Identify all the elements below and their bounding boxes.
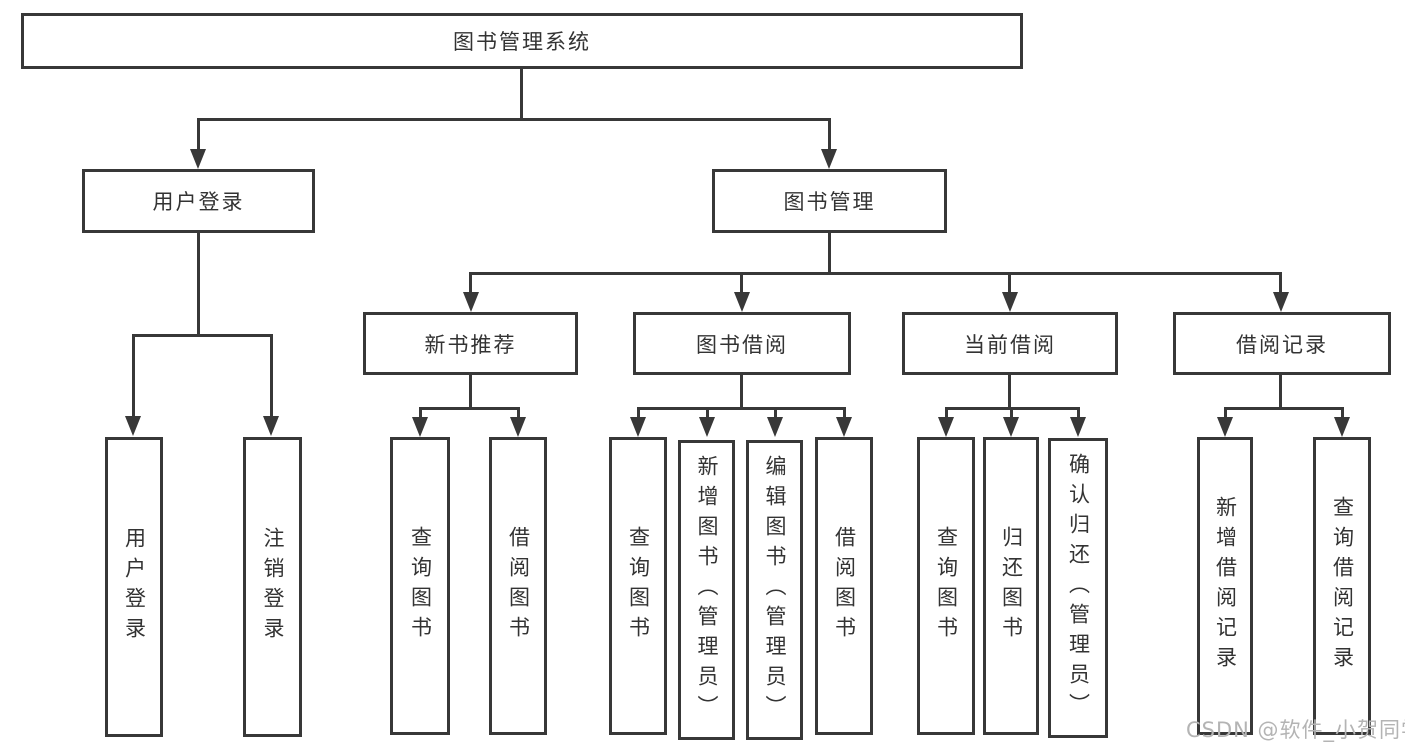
node-current-borrow: 当前借阅	[902, 312, 1118, 375]
leaf-confirm-return-admin-label: 确认归还（管理员）	[1066, 453, 1091, 723]
leaf-query-books-1: 查询图书	[390, 437, 450, 735]
connector-drop-leaf	[1077, 407, 1080, 419]
arrowhead-leaf-icon	[699, 417, 715, 437]
arrowhead-leaf-icon	[630, 417, 646, 437]
connector-drop-current-borrow	[1008, 272, 1011, 294]
arrowhead-leaf-icon	[510, 417, 526, 437]
connector-drop-leaf	[637, 407, 640, 419]
arrowhead-borrow-records-icon	[1273, 292, 1289, 312]
arrowhead-leaf-login-icon	[125, 416, 141, 436]
leaf-return-books: 归还图书	[983, 437, 1039, 735]
leaf-add-book-admin-label: 新增图书（管理员）	[695, 455, 719, 725]
arrowhead-current-borrow-icon	[1002, 292, 1018, 312]
connector-drop-user-login	[197, 118, 200, 151]
leaf-user-login-label: 用户登录	[122, 527, 147, 647]
leaf-borrow-books-1: 借阅图书	[489, 437, 547, 735]
connector-drop-leaf	[517, 407, 520, 419]
leaf-query-borrow-record-label: 查询借阅记录	[1330, 496, 1355, 676]
arrowhead-new-book-icon	[463, 292, 479, 312]
arrowhead-leaf-icon	[1217, 417, 1233, 437]
connector-drop-borrow-records	[1279, 272, 1282, 294]
arrowhead-leaf-icon	[1070, 417, 1086, 437]
leaf-add-book-admin: 新增图书（管理员）	[678, 440, 735, 740]
arrowhead-leaf-icon	[836, 417, 852, 437]
connector-drop-leaf	[1010, 407, 1013, 419]
arrowhead-leaf-icon	[1334, 417, 1350, 437]
node-user-login-label: 用户登录	[152, 190, 245, 214]
node-root: 图书管理系统	[21, 13, 1023, 69]
connector-drop-leaf	[843, 407, 846, 419]
connector-borrow-records-stem	[1279, 375, 1282, 407]
connector-drop-leaf	[774, 407, 777, 419]
leaf-borrow-books-1-label: 借阅图书	[506, 526, 531, 646]
arrowhead-leaf-icon	[1003, 417, 1019, 437]
csdn-watermark: CSDN @软件_小贺同学	[1186, 718, 1405, 742]
leaf-borrow-books-2-label: 借阅图书	[832, 526, 857, 646]
arrowhead-leaf-icon	[767, 417, 783, 437]
connector-new-book-rail	[419, 407, 519, 410]
connector-user-login-rail	[132, 334, 273, 337]
node-new-book-recommend: 新书推荐	[363, 312, 578, 375]
connector-current-borrow-stem	[1008, 375, 1011, 407]
connector-level2-rail	[197, 118, 831, 121]
leaf-edit-book-admin-label: 编辑图书（管理员）	[763, 455, 787, 725]
leaf-edit-book-admin: 编辑图书（管理员）	[746, 440, 803, 740]
node-current-borrow-label: 当前借阅	[964, 332, 1056, 357]
connector-book-borrow-stem	[740, 375, 743, 407]
connector-drop-new-book	[469, 272, 472, 294]
leaf-return-books-label: 归还图书	[999, 526, 1024, 646]
leaf-query-books-3: 查询图书	[917, 437, 975, 735]
connector-drop-leaf	[945, 407, 948, 419]
arrowhead-leaf-logout-icon	[263, 416, 279, 436]
connector-level3-rail	[470, 272, 1282, 275]
arrowhead-user-login-icon	[190, 149, 206, 169]
node-root-label: 图书管理系统	[453, 30, 591, 54]
connector-drop-leaf	[1341, 407, 1344, 419]
leaf-logout: 注销登录	[243, 437, 302, 737]
connector-new-book-stem	[469, 375, 472, 407]
arrowhead-book-mgmt-icon	[821, 149, 837, 169]
connector-root-stem	[520, 69, 523, 118]
connector-user-login-stem	[197, 233, 200, 334]
connector-drop-book-borrow	[740, 272, 743, 294]
node-book-borrow: 图书借阅	[633, 312, 851, 375]
leaf-query-books-2-label: 查询图书	[626, 526, 651, 646]
connector-drop-leaf	[1224, 407, 1227, 419]
leaf-add-borrow-record: 新增借阅记录	[1197, 437, 1253, 735]
leaf-query-books-1-label: 查询图书	[408, 526, 433, 646]
node-user-login: 用户登录	[82, 169, 315, 233]
leaf-user-login: 用户登录	[105, 437, 163, 737]
connector-book-mgmt-stem	[828, 233, 831, 272]
node-new-book-recommend-label: 新书推荐	[424, 332, 517, 357]
connector-drop-leaf	[419, 407, 422, 419]
leaf-logout-label: 注销登录	[261, 527, 285, 647]
leaf-query-borrow-record: 查询借阅记录	[1313, 437, 1371, 735]
node-book-management-label: 图书管理	[783, 190, 876, 214]
connector-drop-book-mgmt	[828, 118, 831, 151]
connector-drop-leaf-login	[132, 334, 135, 417]
leaf-query-books-3-label: 查询图书	[934, 526, 959, 646]
leaf-query-books-2: 查询图书	[609, 437, 667, 735]
node-book-borrow-label: 图书借阅	[696, 332, 788, 357]
connector-borrow-records-rail	[1224, 407, 1344, 410]
connector-drop-leaf	[706, 407, 709, 419]
leaf-confirm-return-admin: 确认归还（管理员）	[1048, 438, 1108, 738]
node-borrow-records-label: 借阅记录	[1236, 332, 1328, 357]
leaf-borrow-books-2: 借阅图书	[815, 437, 873, 735]
arrowhead-leaf-icon	[938, 417, 954, 437]
connector-book-borrow-rail	[637, 407, 846, 410]
connector-drop-leaf-logout	[270, 334, 273, 417]
node-borrow-records: 借阅记录	[1173, 312, 1391, 375]
arrowhead-book-borrow-icon	[734, 292, 750, 312]
arrowhead-leaf-icon	[412, 417, 428, 437]
node-book-management: 图书管理	[712, 169, 947, 233]
leaf-add-borrow-record-label: 新增借阅记录	[1213, 496, 1238, 676]
